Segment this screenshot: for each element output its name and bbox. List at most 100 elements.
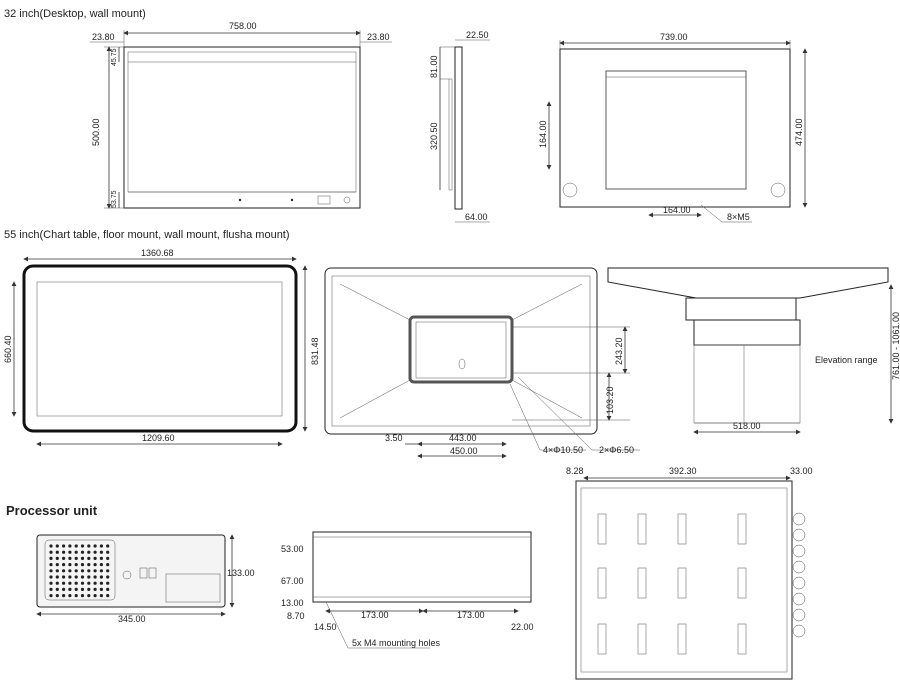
vent-hole (80, 587, 85, 592)
vent-hole (99, 575, 103, 579)
dim-proc-22: 22.00 (511, 622, 534, 632)
vent-hole (62, 550, 66, 554)
d32-back-view: 739.00 474.00 164.00 164.00 8×M5 (538, 32, 808, 223)
vent-hole (99, 544, 103, 548)
vent-hole (99, 563, 103, 567)
vent-hole (55, 544, 59, 548)
vent-hole (49, 594, 53, 598)
vent-slot (677, 513, 687, 545)
vent-hole (93, 569, 97, 573)
vent-hole (68, 550, 72, 554)
vent-hole (49, 550, 53, 554)
vent-hole (80, 544, 85, 548)
vent-hole (80, 563, 85, 567)
vent-hole (106, 575, 110, 579)
vent-hole (87, 587, 91, 592)
vent-hole (93, 556, 97, 561)
dim-d32-bottom: 53.75 (111, 190, 118, 208)
vent-hole (62, 544, 66, 548)
connector-port (792, 592, 806, 606)
dim-d55-elevation: 761.00 - 1061.00 (891, 312, 900, 380)
vent-hole (74, 575, 78, 579)
vent-slot (597, 513, 607, 545)
vent-hole (49, 544, 53, 548)
dim-d32-bezel-left: 23.80 (92, 32, 115, 42)
proc-connectors (792, 512, 806, 638)
dim-d55-443: 443.00 (449, 433, 477, 443)
vent-hole (62, 556, 66, 561)
dim-d55-450: 450.00 (450, 446, 478, 456)
d55-stand-view: 518.00 761.00 - 1061.00 Elevation range (607, 267, 900, 435)
d32-front-view: 758.00 23.80 23.80 500.00 45.75 53.75 (90, 21, 392, 209)
dim-d32-top: 45.75 (111, 48, 118, 66)
vent-hole (68, 575, 72, 579)
vent-hole (80, 575, 85, 579)
d55-front-view: 1360.68 660.40 831.48 1209.60 (3, 248, 320, 447)
vent-hole (87, 581, 91, 585)
vent-hole (99, 550, 103, 554)
dim-d32-side-top: 81.00 (429, 55, 439, 78)
dim-d32-back-inner-height: 164.00 (538, 120, 548, 148)
dim-d32-back-width: 739.00 (660, 32, 688, 42)
d32-side-view: 81.00 320.50 22.50 64.00 (429, 30, 490, 223)
vent-hole (49, 587, 53, 592)
vent-hole (80, 550, 85, 554)
dim-proc-53: 53.00 (281, 544, 304, 554)
section-title-processor: Processor unit (6, 503, 98, 518)
connector-port (792, 528, 806, 542)
dim-d55-stand-width: 518.00 (733, 421, 761, 431)
section-title-32inch: 32 inch(Desktop, wall mount) (4, 8, 146, 20)
vent-hole (68, 594, 72, 598)
vent-hole (68, 563, 72, 567)
dim-proc-173a: 173.00 (361, 610, 389, 620)
vent-hole (68, 581, 72, 585)
vent-hole (49, 563, 53, 567)
dim-proc-top-828: 8.28 (566, 466, 584, 476)
label-proc-holes: 5x M4 mounting holes (352, 638, 441, 648)
vent-hole (55, 581, 59, 585)
label-d55-holes1: 4×Φ10.50 (543, 445, 583, 455)
vent-hole (93, 575, 97, 579)
vent-hole (93, 587, 97, 592)
dim-d32-back-height: 474.00 (794, 118, 804, 146)
vent-hole (99, 594, 103, 598)
label-d32-screw: 8×M5 (727, 212, 750, 222)
connector-port (792, 512, 806, 526)
vent-hole (93, 550, 97, 554)
dim-d55-back-h1: 243.20 (614, 337, 624, 365)
vent-hole (93, 581, 97, 585)
connector-port (792, 544, 806, 558)
proc-top-view: 8.28 392.30 33.00 (566, 466, 813, 680)
dim-d32-side-mid: 320.50 (429, 122, 439, 150)
vent-hole (87, 550, 91, 554)
connector-port (792, 624, 806, 638)
proc-front-view: 345.00 133.00 (36, 534, 255, 624)
vent-hole (99, 556, 103, 561)
vent-hole (68, 569, 72, 573)
dim-d32-width: 758.00 (229, 21, 257, 31)
dim-proc-top-33: 33.00 (790, 466, 813, 476)
vent-hole (74, 544, 78, 548)
connector-port (792, 560, 806, 574)
vent-hole (74, 587, 78, 592)
vent-slot (597, 567, 607, 599)
vent-hole (80, 556, 85, 561)
vent-hole (74, 563, 78, 567)
dim-proc-1450: 14.50 (314, 622, 337, 632)
dim-d55-inner-width: 1209.60 (142, 433, 175, 443)
vent-hole (80, 569, 85, 573)
vent-hole (106, 563, 110, 567)
vent-hole (87, 563, 91, 567)
dim-proc-870: 8.70 (287, 611, 305, 621)
d55-back-view: 243.20 103.20 3.50 443.00 450.00 4×Φ10.5… (324, 267, 640, 459)
vent-hole (93, 544, 97, 548)
dim-d32-back-bottom: 164.00 (663, 205, 691, 215)
vent-hole (106, 556, 110, 561)
vent-hole (68, 556, 72, 561)
dim-d55-offset: 3.50 (385, 433, 403, 443)
vent-slot (737, 513, 747, 545)
dim-proc-front-height: 133.00 (227, 568, 255, 578)
vent-slot (597, 623, 607, 655)
section-title-55inch: 55 inch(Chart table, floor mount, wall m… (4, 229, 290, 241)
proc-top-slots (597, 513, 747, 655)
